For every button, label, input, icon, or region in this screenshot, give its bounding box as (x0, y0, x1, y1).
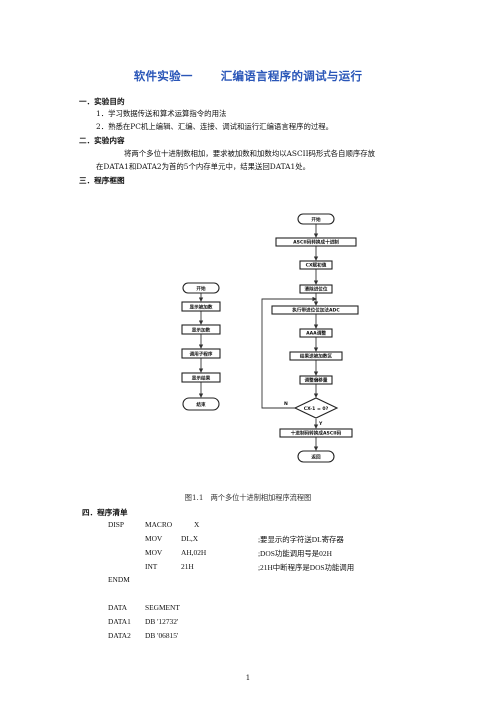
flow-left-show-result: 显示结果 (181, 372, 221, 383)
figure-caption: 图1.1 两个多位十进制相加程序流程图 (184, 493, 312, 502)
svg-text:ASCII码转换成十进制: ASCII码转换成十进制 (293, 239, 339, 246)
svg-text:显示加数: 显示加数 (192, 326, 211, 333)
code-l1-label: DISP (108, 520, 125, 529)
code-l3-comment: ;DOS功能调用号是02H (258, 549, 332, 558)
content-text-line-1: 将两个多位十进制数相加，要求被加数和加数均以ASCII码形式各自顺序存放 (124, 149, 376, 158)
flowchart-left-column: 开始 显示被加数 显示加数 调用子程序 显示结果 结束 (181, 282, 221, 411)
page-title: 软件实验一 汇编语言程序的调试与运行 (0, 68, 496, 84)
flow-right-cx-init: CX赋初值 (299, 260, 333, 270)
flow-right-decimal-to-ascii: 十进制码转换成ASCII码 (279, 428, 353, 438)
code-l6-op: SEGMENT (145, 603, 180, 612)
flowchart-right-column: 开始 ASCII码转换成十进制 CX赋初值 清除进位位 执行带进位位加法ADC … (261, 213, 359, 463)
flow-right-clear-carry: 清除进位位 (299, 284, 333, 294)
flow-right-store-result: 结果送被加数区 (289, 351, 343, 361)
flow-right-decision: CX-1 = 0? (293, 397, 339, 419)
code-l4-op: INT (145, 562, 158, 571)
svg-text:返回: 返回 (311, 453, 321, 460)
section-heading-purpose: 一．实验目的 (79, 97, 125, 106)
svg-text:十进制码转换成ASCII码: 十进制码转换成ASCII码 (291, 430, 342, 437)
svg-text:显示结果: 显示结果 (192, 374, 211, 381)
svg-text:清除进位位: 清除进位位 (305, 286, 328, 293)
flow-right-ascii-to-decimal: ASCII码转换成十进制 (275, 237, 357, 247)
code-l7-label: DATA1 (108, 617, 131, 626)
svg-text:调整偏移量: 调整偏移量 (305, 377, 328, 384)
flow-left-show-augend: 显示加数 (181, 324, 221, 335)
code-l8-label: DATA2 (108, 631, 131, 640)
flow-right-adc: 执行带进位位加法ADC (271, 305, 359, 315)
title-part-1: 软件实验一 (133, 69, 193, 83)
code-l8-op: DB '06815' (145, 631, 179, 640)
code-l2-arg: DL,X (181, 534, 199, 543)
flow-right-start: 开始 (297, 213, 335, 225)
code-l1-arg: X (194, 520, 200, 529)
code-l3-op: MOV (145, 548, 163, 557)
svg-text:开始: 开始 (311, 216, 321, 223)
title-part-2: 汇编语言程序的调试与运行 (220, 69, 363, 83)
svg-text:调用子程序: 调用子程序 (190, 350, 213, 357)
flow-left-start: 开始 (182, 282, 220, 294)
content-text-line-2: 在DATA1和DATA2为首的5个内存单元中，结果送回DATA1处。 (96, 162, 311, 171)
flow-right-return: 返回 (297, 450, 335, 463)
svg-text:显示被加数: 显示被加数 (190, 303, 213, 310)
purpose-item-1: 1．学习数据传送和算术运算指令的用法 (96, 109, 227, 118)
flow-left-end: 结束 (182, 397, 220, 411)
code-l2-comment: ;要显示的字符送DL寄存器 (258, 535, 344, 544)
section-heading-listing: 四．程序清单 (82, 508, 128, 517)
code-l6-label: DATA (108, 603, 128, 612)
svg-text:CX赋初值: CX赋初值 (306, 262, 327, 269)
flow-right-adjust-offset: 调整偏移量 (299, 375, 333, 385)
code-l1-op: MACRO (145, 520, 173, 529)
purpose-item-2: 2．熟悉在PC机上编辑、汇编、连接、调试和运行汇编语言程序的过程。 (96, 122, 334, 131)
flow-label-n: N (284, 401, 288, 407)
code-l5: ENDM (108, 575, 130, 584)
code-l3-arg: AH,02H (181, 548, 207, 557)
code-l2-op: MOV (145, 534, 163, 543)
svg-text:CX-1 = 0?: CX-1 = 0? (304, 406, 329, 412)
svg-text:结束: 结束 (196, 401, 206, 408)
svg-text:开始: 开始 (196, 285, 206, 292)
code-l4-arg: 21H (181, 562, 194, 571)
code-l7-op: DB '12732' (145, 617, 179, 626)
svg-text:执行带进位位加法ADC: 执行带进位位加法ADC (292, 307, 340, 314)
flow-right-aaa: AAA调整 (299, 328, 333, 338)
page-number: 1 (245, 674, 251, 682)
code-l4-comment: ;21H中断程序是DOS功能调用 (258, 563, 355, 572)
flow-label-y: Y (318, 421, 323, 427)
flow-left-show-addend: 显示被加数 (181, 301, 221, 312)
svg-text:AAA调整: AAA调整 (306, 330, 326, 337)
section-heading-content: 二．实验内容 (79, 136, 125, 145)
flow-left-call-sub: 调用子程序 (181, 348, 221, 359)
section-heading-flowchart: 三．程序框图 (79, 176, 125, 185)
svg-text:结果送被加数区: 结果送被加数区 (300, 353, 333, 360)
